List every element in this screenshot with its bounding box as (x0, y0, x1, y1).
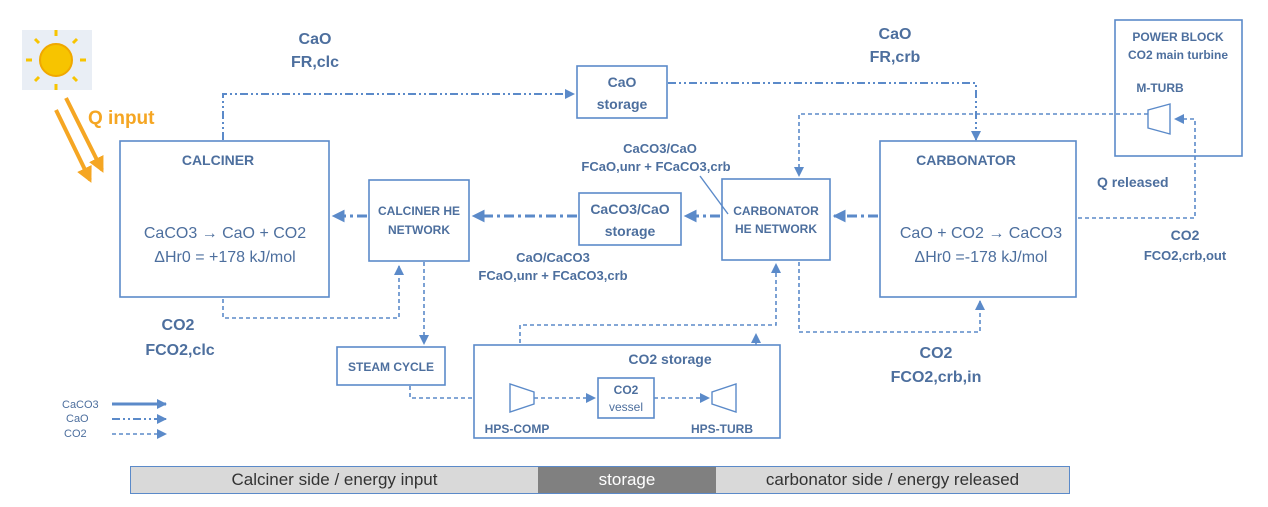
caco3-cao-storage-box: CaCO3/CaO storage (578, 192, 682, 246)
hps-turb-label: HPS-TURB (691, 422, 753, 436)
cao-storage-line2: storage (597, 96, 648, 112)
hps-comp-label: HPS-COMP (485, 422, 550, 436)
q-input-label: Q input (88, 108, 155, 129)
co2-line-comp-to-he (519, 263, 781, 378)
storage-bar: storage (538, 466, 716, 494)
legend-caco3-label: CaCO3 (62, 399, 99, 411)
calciner-enthalpy: ΔHr0 = +178 kJ/mol (154, 249, 295, 266)
steam-cycle-box: STEAM CYCLE (336, 346, 446, 386)
flow-top-leader (699, 175, 729, 215)
q-released-label: Q released (1097, 174, 1169, 190)
co2-line-calciner-to-he (222, 265, 404, 319)
turbine-icon (711, 383, 737, 413)
co2-out-line1: CO2 (1171, 227, 1200, 243)
cao-line-calciner-to-storage (222, 89, 575, 140)
m-turb-label: M-TURB (1136, 81, 1184, 95)
calciner-title: CALCINER (182, 152, 254, 168)
power-block-line1: POWER BLOCK (1132, 30, 1224, 44)
co2-line-he-to-carbonator-in (798, 262, 985, 333)
calciner-box: CALCINER CaCO3 → CaO + CO2 ΔHr0 = +178 k… (119, 140, 330, 298)
co2-clc-line2: FCO2,clc (145, 342, 214, 359)
co2-clc-line1: CO2 (162, 317, 195, 334)
cao-flow-crb-line1: CaO (879, 26, 912, 43)
legend-co2-label: CO2 (64, 428, 87, 440)
co2-crb-in-line1: CO2 (920, 345, 953, 362)
legend-cao-label: CaO (66, 413, 89, 425)
cao-flow-clc-line1: CaO (299, 31, 332, 48)
flow-top-line1: CaCO3/CaO (623, 141, 697, 156)
compressor-icon (509, 383, 535, 413)
carbonator-he-box: CARBONATOR HE NETWORK (721, 178, 831, 261)
caco3-cao-storage-line2: storage (605, 223, 656, 239)
caco3-cao-storage-line1: CaCO3/CaO (590, 201, 669, 217)
legend: CaCO3 CaO CO2 (62, 399, 167, 440)
calciner-side-bar: Calciner side / energy input (130, 466, 538, 494)
carbonator-he-line1: CARBONATOR (733, 204, 819, 218)
calciner-reaction: CaCO3 → CaO + CO2 (144, 225, 306, 242)
carbonator-reaction: CaO + CO2 → CaCO3 (900, 225, 1062, 242)
sun-icon (22, 30, 92, 90)
co2-crb-in-line2: FCO2,crb,in (891, 369, 982, 386)
carbonator-enthalpy: ΔHr0 =-178 kJ/mol (915, 249, 1048, 266)
heat-input-arrows-icon (54, 97, 104, 183)
co2-storage-title: CO2 storage (628, 351, 711, 367)
calciner-he-line2: NETWORK (388, 223, 450, 237)
steam-cycle-label: STEAM CYCLE (348, 360, 434, 374)
turbine-icon (1147, 103, 1171, 135)
calciner-he-box: CALCINER HE NETWORK (368, 179, 470, 262)
calciner-he-line1: CALCINER HE (378, 204, 460, 218)
flow-top-line2: FCaO,unr + FCaCO3,crb (581, 159, 730, 174)
flow-bottom-line2: FCaO,unr + FCaCO3,crb (478, 268, 627, 283)
co2-vessel-box (597, 377, 655, 419)
cao-line-storage-to-carbonator (668, 82, 981, 141)
co2-out-line2: FCO2,crb,out (1144, 248, 1227, 263)
carbonator-title: CARBONATOR (916, 152, 1016, 168)
cao-flow-crb-line2: FR,crb (870, 49, 921, 66)
co2-line-carbonator-to-turbine (1078, 114, 1196, 219)
cao-storage-line1: CaO (608, 74, 637, 90)
carbonator-he-line2: HE NETWORK (735, 222, 817, 236)
flow-bottom-line1: CaO/CaCO3 (516, 250, 590, 265)
co2-vessel-line1: CO2 (614, 383, 639, 397)
carbonator-side-bar: carbonator side / energy released (716, 466, 1070, 494)
cao-flow-clc-line2: FR,clc (291, 54, 339, 71)
carbonator-box: CARBONATOR CaO + CO2 → CaCO3 ΔHr0 =-178 … (879, 140, 1077, 298)
power-block-line2: CO2 main turbine (1128, 48, 1228, 62)
co2-storage-box: CO2 storage HPS-COMP CO2 vessel HPS-TURB (473, 344, 781, 439)
cao-storage-box: CaO storage (576, 65, 668, 119)
power-block-box: POWER BLOCK CO2 main turbine M-TURB (1114, 19, 1243, 157)
co2-vessel-line2: vessel (609, 400, 643, 414)
